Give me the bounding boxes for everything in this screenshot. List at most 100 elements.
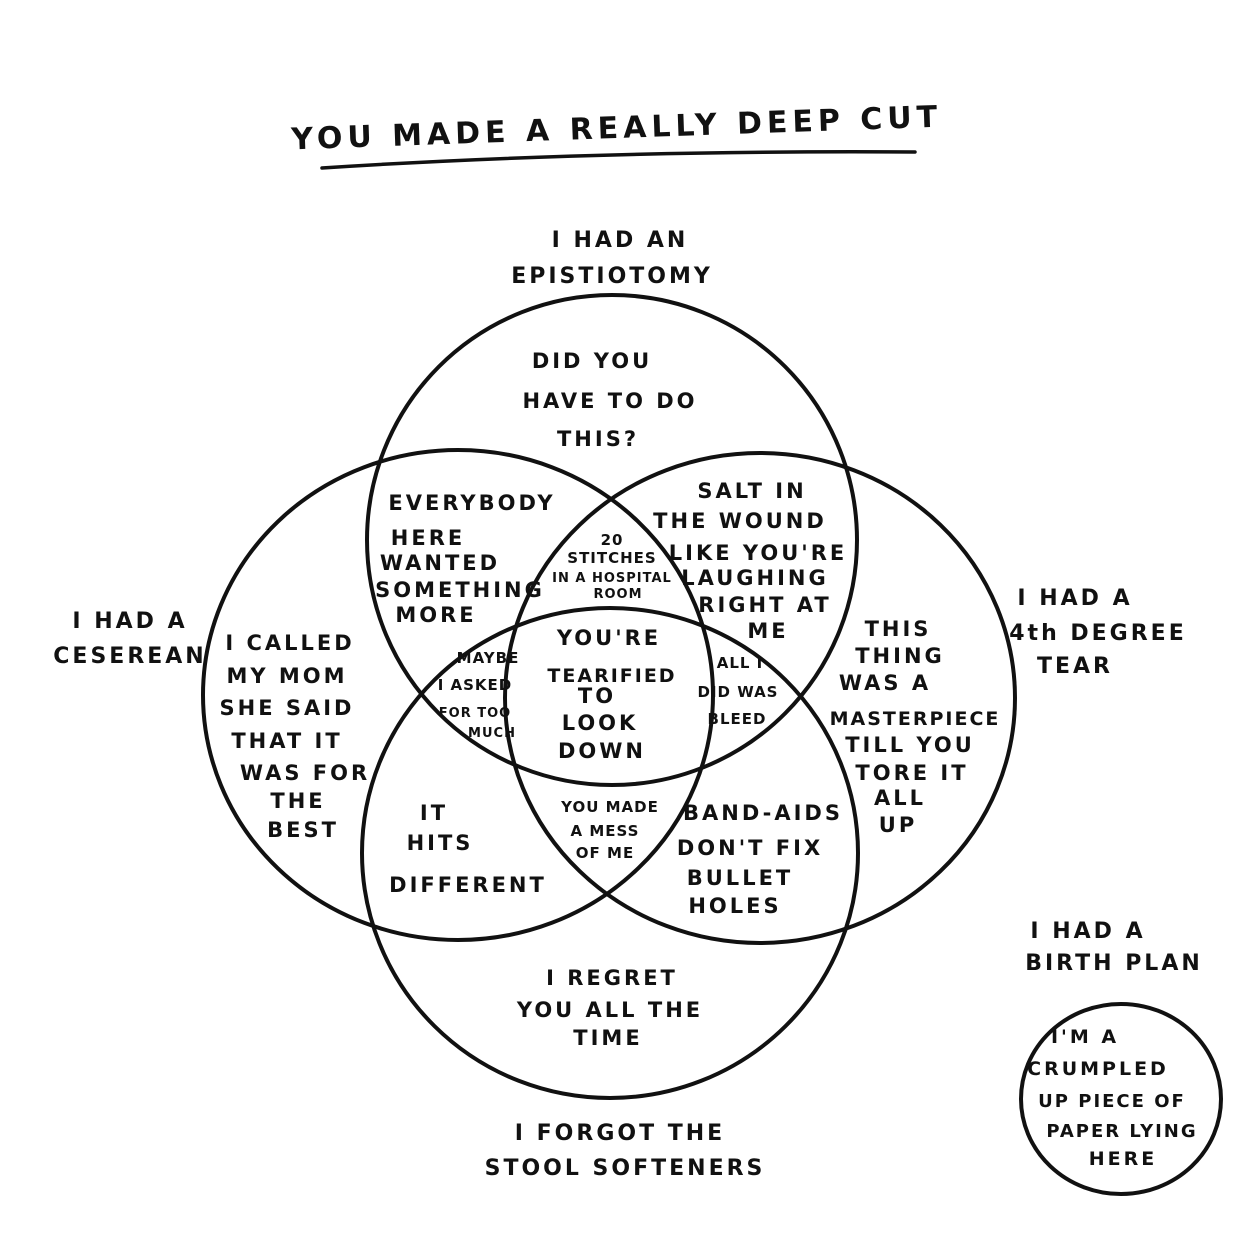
circle-top (365, 293, 859, 787)
svg-text:YOU'RE: YOU'RE (556, 626, 661, 650)
svg-text:I FORGOT THE: I FORGOT THE (515, 1121, 725, 1146)
svg-text:I HAD AN: I HAD AN (552, 228, 689, 253)
label-top: I HAD AN EPISTIOTOMY (511, 228, 713, 289)
svg-text:I'M A: I'M A (1051, 1026, 1119, 1048)
svg-text:IT: IT (420, 801, 448, 825)
svg-text:THAT IT: THAT IT (231, 729, 342, 753)
svg-text:BEST: BEST (267, 818, 339, 842)
svg-text:EVERYBODY: EVERYBODY (388, 491, 555, 515)
svg-text:I HAD A: I HAD A (1030, 919, 1145, 944)
svg-text:HOLES: HOLES (688, 894, 781, 918)
svg-text:OF ME: OF ME (576, 844, 634, 862)
svg-text:CESEREAN: CESEREAN (53, 644, 206, 669)
svg-text:DID WAS: DID WAS (698, 683, 779, 701)
label-right: I HAD A 4th DEGREE TEAR (1009, 586, 1187, 679)
svg-text:DOWN: DOWN (558, 739, 646, 763)
svg-text:YOU MADE: YOU MADE (560, 798, 659, 816)
title-underline (320, 150, 917, 170)
svg-text:TILL YOU: TILL YOU (845, 733, 975, 757)
svg-text:MORE: MORE (395, 603, 476, 627)
svg-text:WANTED: WANTED (380, 551, 500, 575)
circle-left (201, 448, 715, 942)
svg-text:UP PIECE OF: UP PIECE OF (1038, 1091, 1186, 1112)
region-right-bottom: BAND-AIDS DON'T FIX BULLET HOLES (677, 801, 843, 918)
svg-text:STITCHES: STITCHES (567, 549, 656, 567)
svg-text:MASTERPIECE: MASTERPIECE (830, 708, 1001, 730)
svg-text:HITS: HITS (407, 831, 474, 855)
region-top-left-right: 20 STITCHES IN A HOSPITAL ROOM (552, 531, 672, 602)
svg-text:FOR TOO: FOR TOO (439, 706, 511, 721)
svg-text:CRUMPLED: CRUMPLED (1027, 1058, 1169, 1080)
circle-right (503, 451, 1017, 945)
region-left-bottom: IT HITS DIFFERENT (389, 801, 547, 897)
region-top-right: SALT IN THE WOUND LIKE YOU'RE LAUGHING R… (653, 479, 847, 643)
svg-text:DID YOU: DID YOU (532, 349, 652, 373)
region-left-only: I CALLED MY MOM SHE SAID THAT IT WAS FOR… (220, 631, 370, 842)
svg-text:YOU ALL THE: YOU ALL THE (516, 998, 703, 1022)
svg-text:THE WOUND: THE WOUND (653, 509, 827, 533)
svg-text:I CALLED: I CALLED (225, 631, 354, 655)
svg-text:MY MOM: MY MOM (226, 664, 347, 688)
svg-text:BIRTH PLAN: BIRTH PLAN (1025, 951, 1203, 976)
svg-text:UP: UP (879, 813, 917, 837)
svg-text:A MESS: A MESS (571, 822, 640, 840)
svg-text:TEARIFIED: TEARIFIED (547, 665, 676, 687)
svg-text:HERE: HERE (1089, 1148, 1158, 1170)
label-left: I HAD A CESEREAN (53, 609, 206, 669)
region-top-left: EVERYBODY HERE WANTED SOMETHING MORE (375, 491, 555, 627)
svg-text:DON'T FIX: DON'T FIX (677, 836, 823, 860)
svg-text:LOOK: LOOK (562, 711, 639, 735)
region-top-right-bottom: ALL I DID WAS BLEED (698, 654, 779, 728)
region-all-four: YOU'RE TEARIFIED TO LOOK DOWN (547, 626, 676, 763)
svg-text:TORE IT: TORE IT (855, 761, 968, 785)
svg-text:THIS?: THIS? (557, 427, 639, 451)
svg-text:IN A HOSPITAL: IN A HOSPITAL (552, 571, 672, 586)
svg-text:ALL: ALL (874, 786, 926, 810)
region-top-only: DID YOU HAVE TO DO THIS? (522, 349, 697, 451)
region-bottom-only: I REGRET YOU ALL THE TIME (516, 966, 703, 1050)
svg-text:ALL I: ALL I (717, 654, 764, 672)
circle-bottom (360, 606, 860, 1100)
svg-text:ROOM: ROOM (593, 587, 642, 602)
svg-text:THE: THE (270, 789, 325, 813)
svg-text:THING: THING (855, 644, 945, 668)
svg-text:TEAR: TEAR (1037, 654, 1113, 679)
svg-text:I HAD A: I HAD A (72, 609, 187, 634)
label-bottom: I FORGOT THE STOOL SOFTENERS (485, 1121, 766, 1181)
label-separate: I HAD A BIRTH PLAN (1025, 919, 1203, 976)
region-left-right-bottom: YOU MADE A MESS OF ME (560, 798, 659, 862)
svg-text:ME: ME (747, 619, 788, 643)
svg-text:MAYBE: MAYBE (457, 649, 520, 667)
svg-text:PAPER LYING: PAPER LYING (1046, 1121, 1197, 1142)
region-top-left-bottom: MAYBE I ASKED FOR TOO MUCH (438, 649, 520, 741)
svg-text:EPISTIOTOMY: EPISTIOTOMY (511, 264, 713, 289)
svg-text:BAND-AIDS: BAND-AIDS (683, 801, 843, 825)
svg-text:WAS FOR: WAS FOR (240, 761, 370, 785)
svg-text:20: 20 (601, 531, 624, 549)
region-separate: I'M A CRUMPLED UP PIECE OF PAPER LYING H… (1027, 1026, 1197, 1170)
svg-text:I ASKED: I ASKED (438, 676, 513, 694)
svg-text:DIFFERENT: DIFFERENT (389, 873, 547, 897)
svg-text:I REGRET: I REGRET (546, 966, 678, 990)
svg-text:SALT IN: SALT IN (697, 479, 806, 503)
circle-separate (1019, 1002, 1223, 1196)
page-title: YOU MADE A REALLY DEEP CUT (290, 100, 943, 158)
svg-text:STOOL SOFTENERS: STOOL SOFTENERS (485, 1156, 766, 1181)
svg-text:I HAD A: I HAD A (1017, 586, 1132, 611)
region-right-only: THIS THING WAS A MASTERPIECE TILL YOU TO… (830, 617, 1001, 837)
svg-text:WAS A: WAS A (839, 671, 931, 695)
svg-text:HAVE TO DO: HAVE TO DO (522, 389, 697, 413)
svg-text:4th DEGREE: 4th DEGREE (1009, 621, 1187, 646)
svg-text:LAUGHING: LAUGHING (681, 566, 828, 590)
svg-text:BLEED: BLEED (708, 710, 767, 728)
svg-text:MUCH: MUCH (468, 726, 516, 741)
svg-text:RIGHT AT: RIGHT AT (698, 593, 831, 617)
svg-text:THIS: THIS (865, 617, 932, 641)
svg-text:TIME: TIME (573, 1026, 642, 1050)
svg-text:SOMETHING: SOMETHING (375, 578, 545, 602)
svg-text:LIKE YOU'RE: LIKE YOU'RE (669, 541, 847, 565)
svg-text:BULLET: BULLET (687, 866, 794, 890)
svg-text:SHE SAID: SHE SAID (220, 696, 355, 720)
